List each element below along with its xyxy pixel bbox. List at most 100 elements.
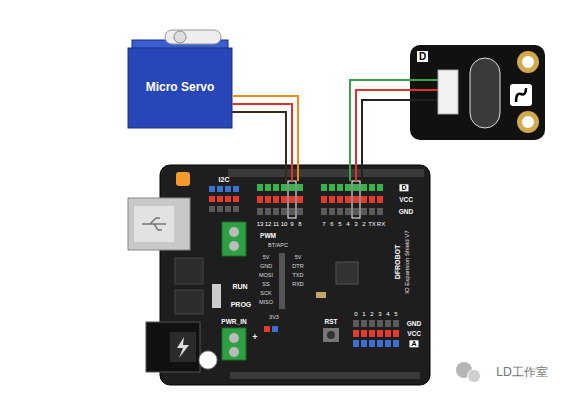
- pin-label: BT/APC: [268, 243, 288, 249]
- pin-number: 2: [362, 221, 365, 227]
- pin-label: MOSI: [259, 273, 273, 279]
- sensor-element: [470, 58, 500, 128]
- servo-box: Micro Servo: [128, 48, 232, 128]
- pin: [272, 326, 278, 332]
- terminal-block: [222, 328, 246, 360]
- pin-number: 3: [354, 221, 357, 227]
- usb-port: [128, 198, 190, 250]
- watermark: LD工作室: [496, 366, 548, 379]
- pin-number: TX: [368, 221, 376, 227]
- pin-label: 5V: [263, 255, 270, 261]
- pin-number: 10: [281, 221, 288, 227]
- analog-pins: [352, 340, 400, 347]
- wire: [361, 165, 363, 181]
- power-jack: [146, 322, 200, 372]
- part-name: Micro Servo: [146, 81, 215, 94]
- wire: [355, 165, 357, 181]
- module-tag: D: [417, 51, 428, 62]
- ground-wire: [232, 112, 286, 165]
- header-strip: [230, 372, 420, 379]
- pin-label: SS: [262, 282, 269, 288]
- analog-pins: [352, 330, 400, 337]
- signal-wire: [232, 96, 298, 165]
- switch-label: PROG: [231, 301, 252, 308]
- pin-number: 4: [386, 311, 389, 317]
- mount-hole: [199, 351, 217, 369]
- i2c-pins: [208, 206, 240, 212]
- pin-label: TXD: [293, 273, 304, 279]
- bus-label: I2C: [219, 176, 230, 183]
- sensor-module: D: [410, 45, 545, 140]
- screw: [229, 227, 239, 237]
- mount-hole: [522, 116, 534, 128]
- wire: [291, 165, 293, 181]
- servo-horn: [165, 30, 221, 44]
- power-jack: [170, 332, 196, 362]
- pin-label: SCK: [260, 291, 271, 297]
- connector: [438, 70, 458, 114]
- ground-wire: [362, 100, 410, 165]
- row-label: D: [399, 184, 408, 191]
- pin-number: 1: [362, 311, 365, 317]
- pin-number: 5: [394, 311, 397, 317]
- pin-label: DTR: [292, 264, 303, 270]
- reset-button: [323, 328, 339, 342]
- row-label: VCC: [399, 197, 413, 204]
- button-label: RST: [325, 319, 338, 326]
- digital-pins: [256, 184, 304, 191]
- screw: [229, 347, 239, 357]
- wire: [349, 165, 351, 181]
- pin-number: 5: [338, 221, 341, 227]
- pin-number: 3: [378, 311, 381, 317]
- terminal-block: [222, 222, 246, 256]
- switch: [212, 284, 221, 308]
- pin-label: RXD: [292, 282, 304, 288]
- logo: [516, 88, 526, 102]
- row-label: A: [409, 340, 418, 347]
- brand-label: DFROBOT: [394, 245, 402, 280]
- regulator: [175, 258, 203, 284]
- pin-number: 11: [273, 221, 279, 227]
- header-strip: [228, 169, 424, 177]
- power-label: PWR_IN: [221, 319, 246, 326]
- wire: [297, 165, 299, 181]
- row-label: GND: [407, 321, 421, 328]
- pin-highlight: [288, 181, 296, 218]
- component: [316, 292, 326, 298]
- power-wire: [232, 104, 292, 165]
- pin-label: GND: [260, 264, 272, 270]
- pin-number: 12: [265, 221, 272, 227]
- pin-group-label: PWM: [260, 233, 276, 240]
- vcc-pins: [256, 196, 304, 203]
- polarity-mark: +: [252, 333, 257, 342]
- row-label: GND: [399, 209, 413, 216]
- pin-number: 4: [346, 221, 349, 227]
- regulator: [175, 290, 203, 314]
- pin-highlight: [352, 181, 360, 218]
- i2c-pins: [208, 196, 240, 202]
- pin-number: 9: [290, 221, 293, 227]
- pin: [264, 326, 270, 332]
- pin-number: 0: [354, 311, 357, 317]
- board-name: IO Expansion Shield V7: [404, 230, 411, 293]
- module-board: [410, 45, 545, 140]
- reset-button: [327, 331, 335, 339]
- pin-label: MISO: [259, 300, 273, 306]
- switch-label: RUN: [232, 283, 247, 290]
- screw: [229, 333, 239, 343]
- pin-number: 7: [322, 221, 325, 227]
- screw: [229, 241, 239, 251]
- analog-pins: [352, 320, 400, 327]
- gnd-pins: [256, 208, 304, 215]
- mount-hole: [517, 51, 539, 73]
- servo-body: [128, 48, 232, 128]
- chip: [336, 262, 358, 284]
- wire: [285, 165, 287, 181]
- mount-hole: [522, 56, 534, 68]
- logo: [510, 84, 532, 106]
- mount-hole: [517, 111, 539, 133]
- pin-number: 2: [370, 311, 373, 317]
- wire: [410, 89, 440, 91]
- pin-label: 5V: [295, 255, 302, 261]
